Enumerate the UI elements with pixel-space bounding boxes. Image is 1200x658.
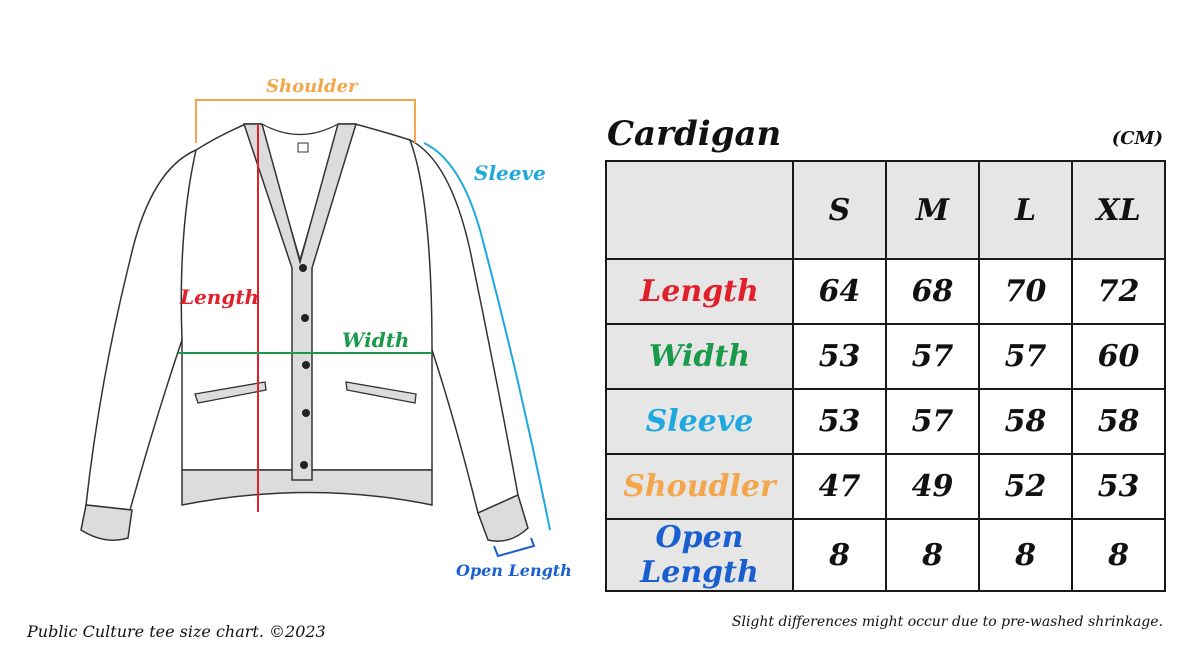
value-cell: 53 <box>792 388 887 455</box>
size-header-m: M <box>885 160 980 260</box>
value-cell: 58 <box>1071 388 1166 455</box>
button-2 <box>301 314 309 322</box>
chart-unit: (CM) <box>1111 128 1163 149</box>
shoulder-label: Shoulder <box>266 76 358 97</box>
value-cell: 70 <box>978 258 1073 325</box>
open-length-label: Open Length <box>456 561 572 580</box>
size-table: S M L XL Length 64 68 70 72 Width 53 57 … <box>605 160 1166 592</box>
sleeve-label: Sleeve <box>474 161 546 185</box>
button-3 <box>302 361 310 369</box>
right-sleeve <box>409 138 519 515</box>
table-row-open-length: Open Length 8 8 8 8 <box>605 518 1166 592</box>
row-label-shoulder: Shoudler <box>605 453 794 520</box>
value-cell: 8 <box>885 518 980 592</box>
size-header-s: S <box>792 160 887 260</box>
value-cell: 53 <box>792 323 887 390</box>
size-header-l: L <box>978 160 1073 260</box>
button-5 <box>300 461 308 469</box>
row-label-width: Width <box>605 323 794 390</box>
left-sleeve <box>85 148 197 511</box>
value-cell: 53 <box>1071 453 1166 520</box>
value-cell: 8 <box>1071 518 1166 592</box>
size-header-xl: XL <box>1071 160 1166 260</box>
value-cell: 49 <box>885 453 980 520</box>
value-cell: 57 <box>885 388 980 455</box>
value-cell: 72 <box>1071 258 1166 325</box>
table-row-shoulder: Shoudler 47 49 52 53 <box>605 453 1166 520</box>
left-cuff <box>80 504 133 541</box>
value-cell: 68 <box>885 258 980 325</box>
table-row-length: Length 64 68 70 72 <box>605 258 1166 325</box>
value-cell: 60 <box>1071 323 1166 390</box>
value-cell: 47 <box>792 453 887 520</box>
value-cell: 8 <box>792 518 887 592</box>
sleeve-measure-line <box>423 142 551 531</box>
collar-band <box>242 123 358 481</box>
footer-disclaimer: Slight differences might occur due to pr… <box>731 614 1163 630</box>
shoulder-measure-line <box>195 99 416 143</box>
value-cell: 57 <box>885 323 980 390</box>
right-pocket <box>345 381 417 404</box>
length-label: Length <box>180 285 260 309</box>
value-cell: 57 <box>978 323 1073 390</box>
value-cell: 64 <box>792 258 887 325</box>
row-label-length: Length <box>605 258 794 325</box>
right-cuff <box>477 493 529 542</box>
cardigan-illustration-icon <box>80 99 551 558</box>
chart-title: Cardigan <box>607 114 782 154</box>
table-row-width: Width 53 57 57 60 <box>605 323 1166 390</box>
cardigan-hem <box>181 469 433 506</box>
size-header-row: S M L XL <box>605 160 1166 260</box>
value-cell: 52 <box>978 453 1073 520</box>
width-label: Width <box>342 328 410 352</box>
row-label-open-length: Open Length <box>605 518 794 592</box>
left-pocket <box>194 381 267 404</box>
table-row-sleeve: Sleeve 53 57 58 58 <box>605 388 1166 455</box>
value-cell: 8 <box>978 518 1073 592</box>
open-length-measure-line <box>493 537 536 558</box>
footer-copyright: Public Culture tee size chart. ©2023 <box>27 622 326 641</box>
header-empty-cell <box>605 160 794 260</box>
value-cell: 58 <box>978 388 1073 455</box>
button-4 <box>302 409 310 417</box>
button-1 <box>299 264 307 272</box>
row-label-sleeve: Sleeve <box>605 388 794 455</box>
